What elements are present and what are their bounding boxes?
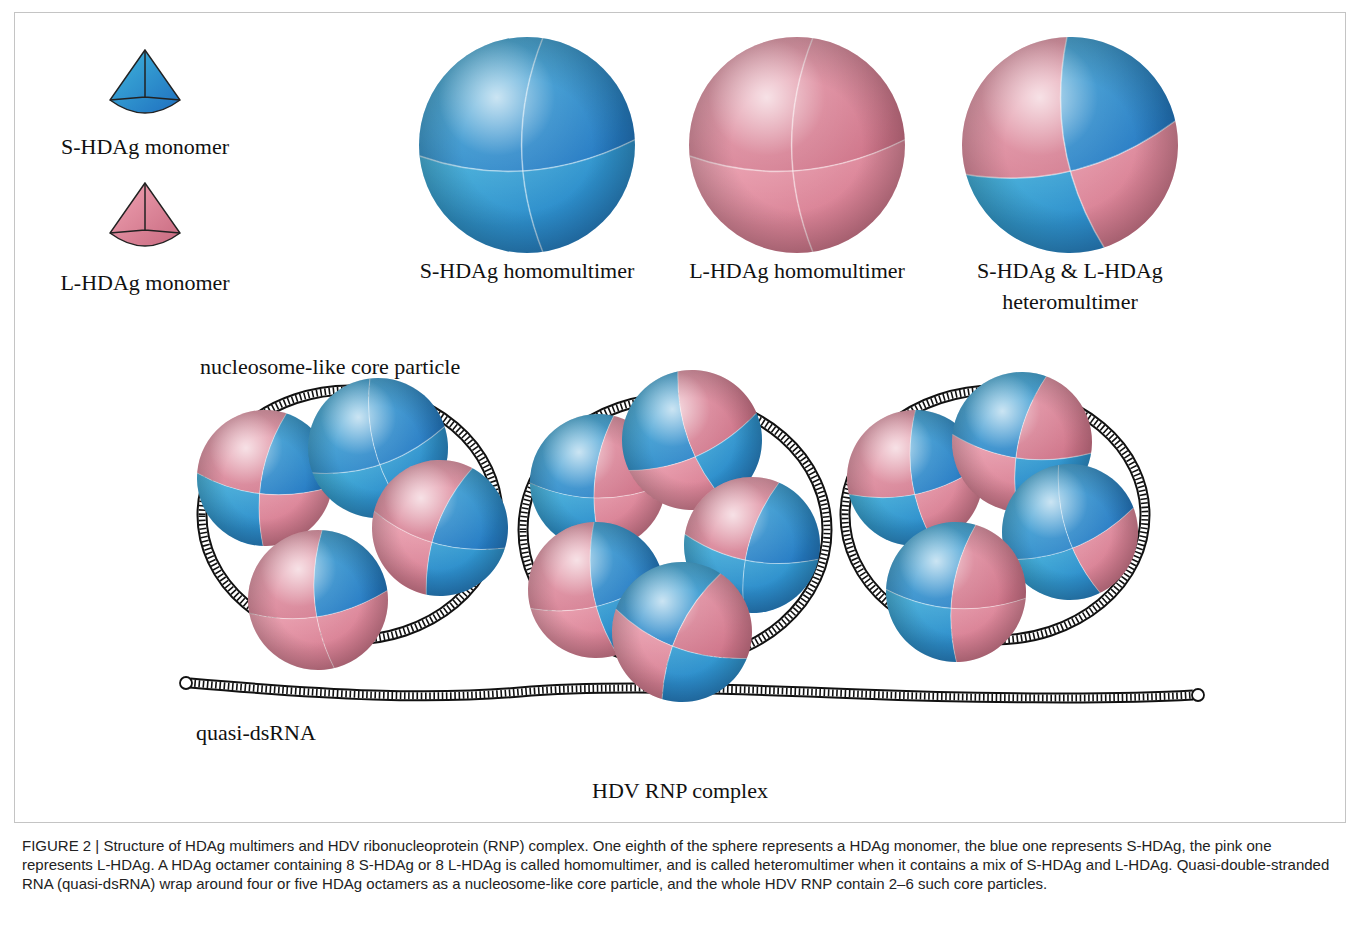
figure-caption: FIGURE 2 | Structure of HDAg multimers a… [22, 836, 1336, 893]
octamer-sphere [920, 0, 1220, 295]
figure-frame [15, 13, 1346, 823]
octamer-spheres [170, 0, 1220, 744]
octamer-sphere [861, 497, 1051, 687]
monomer-label: S-HDAg monomer [61, 132, 229, 163]
multimer-label: S-HDAg homomultimer [420, 256, 635, 287]
l-monomer-icon [110, 183, 180, 246]
s-monomer-icon [110, 50, 180, 113]
octamer-sphere [667, 15, 926, 274]
octamer-sphere [227, 509, 409, 691]
multimer-label: L-HDAg homomultimer [689, 256, 905, 287]
multimer-label: S-HDAg & L-HDAg heteromultimer [965, 256, 1175, 318]
monomer-label: L-HDAg monomer [60, 268, 229, 299]
octamer-sphere [397, 15, 656, 274]
figure-label: HDV RNP complex [592, 776, 768, 807]
part-label: quasi-dsRNA [196, 718, 316, 749]
octamer-sphere [570, 520, 793, 743]
part-label: nucleosome-like core particle [200, 352, 460, 383]
